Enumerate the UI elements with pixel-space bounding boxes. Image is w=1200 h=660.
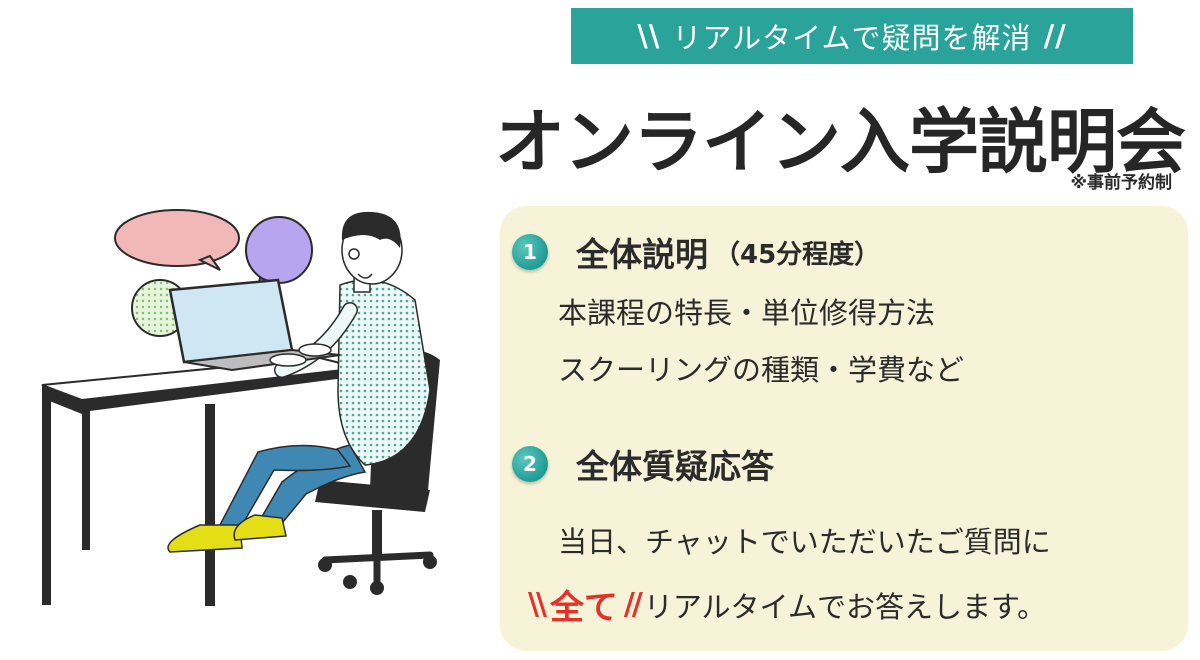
laptop-icon	[168, 278, 341, 372]
page-title: オンライン入学説明会	[495, 101, 1186, 183]
section-2-number-badge: 2	[512, 446, 548, 482]
ribbon-text: リアルタイムで疑問を解消	[672, 21, 1032, 55]
ribbon-slash-left: \\	[637, 19, 661, 53]
section-2-line-1: 当日、チャットでいただいたご質問に	[558, 525, 1051, 559]
section-1-number-badge: 1	[512, 234, 548, 270]
section-1-line-1: 本課程の特長・単位修得方法	[558, 296, 936, 330]
info-panel: 1 全体説明 （45分程度） 本課程の特長・単位修得方法 スクーリングの種類・学…	[500, 206, 1188, 651]
section-1-line-2: スクーリングの種類・学費など	[558, 353, 965, 387]
emphasis-word: 全て	[549, 588, 618, 628]
section-2-title: 全体質疑応答	[576, 447, 774, 486]
section-2-header: 2 全体質疑応答	[512, 440, 774, 488]
emphasis-line: \\ 全て // リアルタイムでお答えします。	[528, 580, 1046, 629]
section-1-subtitle: （45分程度）	[714, 239, 881, 270]
section-1-title: 全体説明	[576, 235, 708, 274]
headline-ribbon: \\ リアルタイムで疑問を解消 //	[571, 8, 1133, 64]
reservation-note: ※事前予約制	[1070, 173, 1172, 193]
ribbon-slash-right: //	[1043, 19, 1067, 53]
emphasis-slash-left: \\	[528, 587, 547, 622]
emphasis-rest: リアルタイムでお答えします。	[643, 589, 1047, 624]
section-1-header: 1 全体説明 （45分程度）	[512, 228, 880, 276]
illustration-person-at-desk	[41, 209, 440, 606]
emphasis-slash-right: //	[623, 587, 643, 622]
speech-bubble-pink-icon	[114, 209, 240, 271]
